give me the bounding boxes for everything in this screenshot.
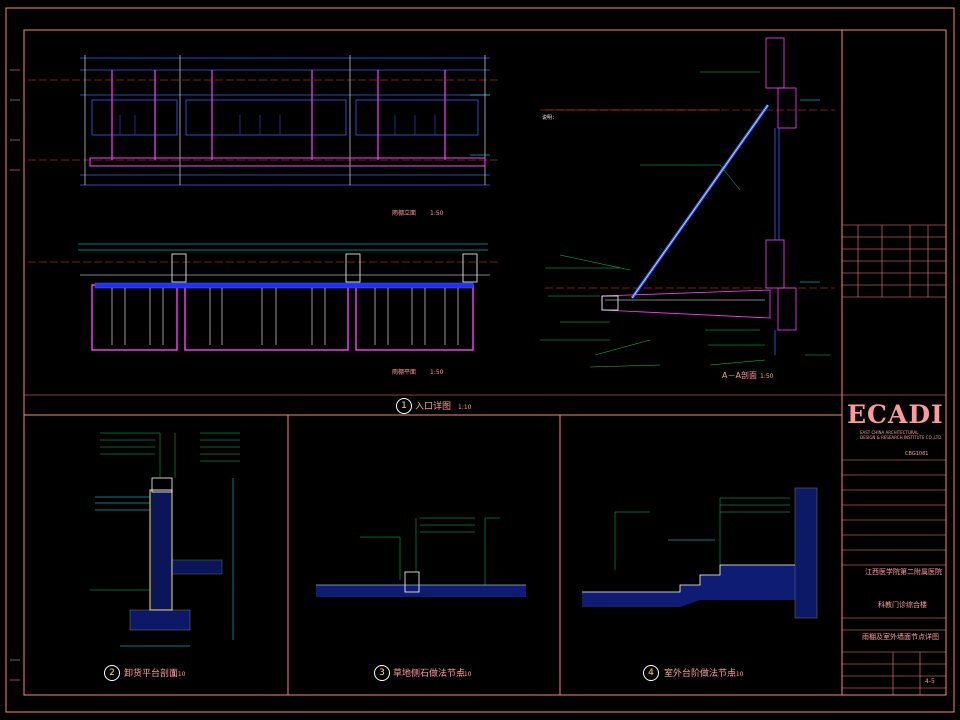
- building-name: 科教门诊综合楼: [878, 601, 927, 609]
- plan-scale: 1:50: [430, 369, 444, 376]
- sheet-number: 4-5: [925, 678, 935, 685]
- detail-4-title: 室外台阶做法节点: [664, 669, 737, 679]
- detail-3-number: 3: [374, 665, 390, 681]
- detail-1-scale: 1:10: [458, 404, 472, 411]
- sheet-title: 雨棚及室外墙面节点详图: [862, 633, 939, 641]
- project-name: 江西医学院第二附属医院: [865, 568, 942, 576]
- notes-heading: 说明：: [542, 115, 558, 121]
- detail-1-number: 1: [396, 398, 412, 414]
- detail-2-title: 卸货平台剖面: [124, 669, 179, 679]
- cert-code: CBG1081: [905, 451, 929, 457]
- canopy-plan: [28, 243, 500, 351]
- inner-frame: [23, 29, 947, 696]
- canopy-section: [540, 37, 835, 355]
- section-scale: 1:50: [760, 373, 774, 380]
- detail-2-leaders: [90, 432, 240, 591]
- detail-1-title: 入口详图: [415, 402, 452, 412]
- detail-4-outdoor-steps: [582, 487, 818, 619]
- company-name-en-2: DESIGN & RESEARCH INSTITUTE CO.,LTD: [860, 435, 942, 440]
- plan-title: 雨棚平面: [392, 369, 417, 376]
- outer-frame: [5, 7, 955, 713]
- detail-3-title: 草地侧石做法节点: [393, 669, 466, 679]
- margin-marks: [10, 69, 20, 681]
- detail-4-number: 4: [643, 665, 659, 681]
- elevation-title: 雨棚立面: [392, 210, 417, 217]
- detail-2-loading-platform: [95, 477, 234, 647]
- section-leaders: [540, 71, 830, 368]
- detail-2-scale: 1:10: [172, 671, 186, 678]
- detail-3-scale: 1:10: [458, 671, 472, 678]
- section-title: A－A剖面: [722, 371, 757, 380]
- detail-4-scale: 1:10: [730, 671, 744, 678]
- detail-2-number: 2: [104, 665, 120, 681]
- elevation-scale: 1:50: [430, 210, 444, 217]
- canopy-elevation: [28, 55, 500, 186]
- ecadi-logo: ECADI: [847, 400, 944, 429]
- company-name-en-1: EAST CHINA ARCHITECTURAL: [860, 430, 919, 435]
- detail-3-lawn-curb: [316, 517, 526, 597]
- title-block-grid: [842, 224, 946, 695]
